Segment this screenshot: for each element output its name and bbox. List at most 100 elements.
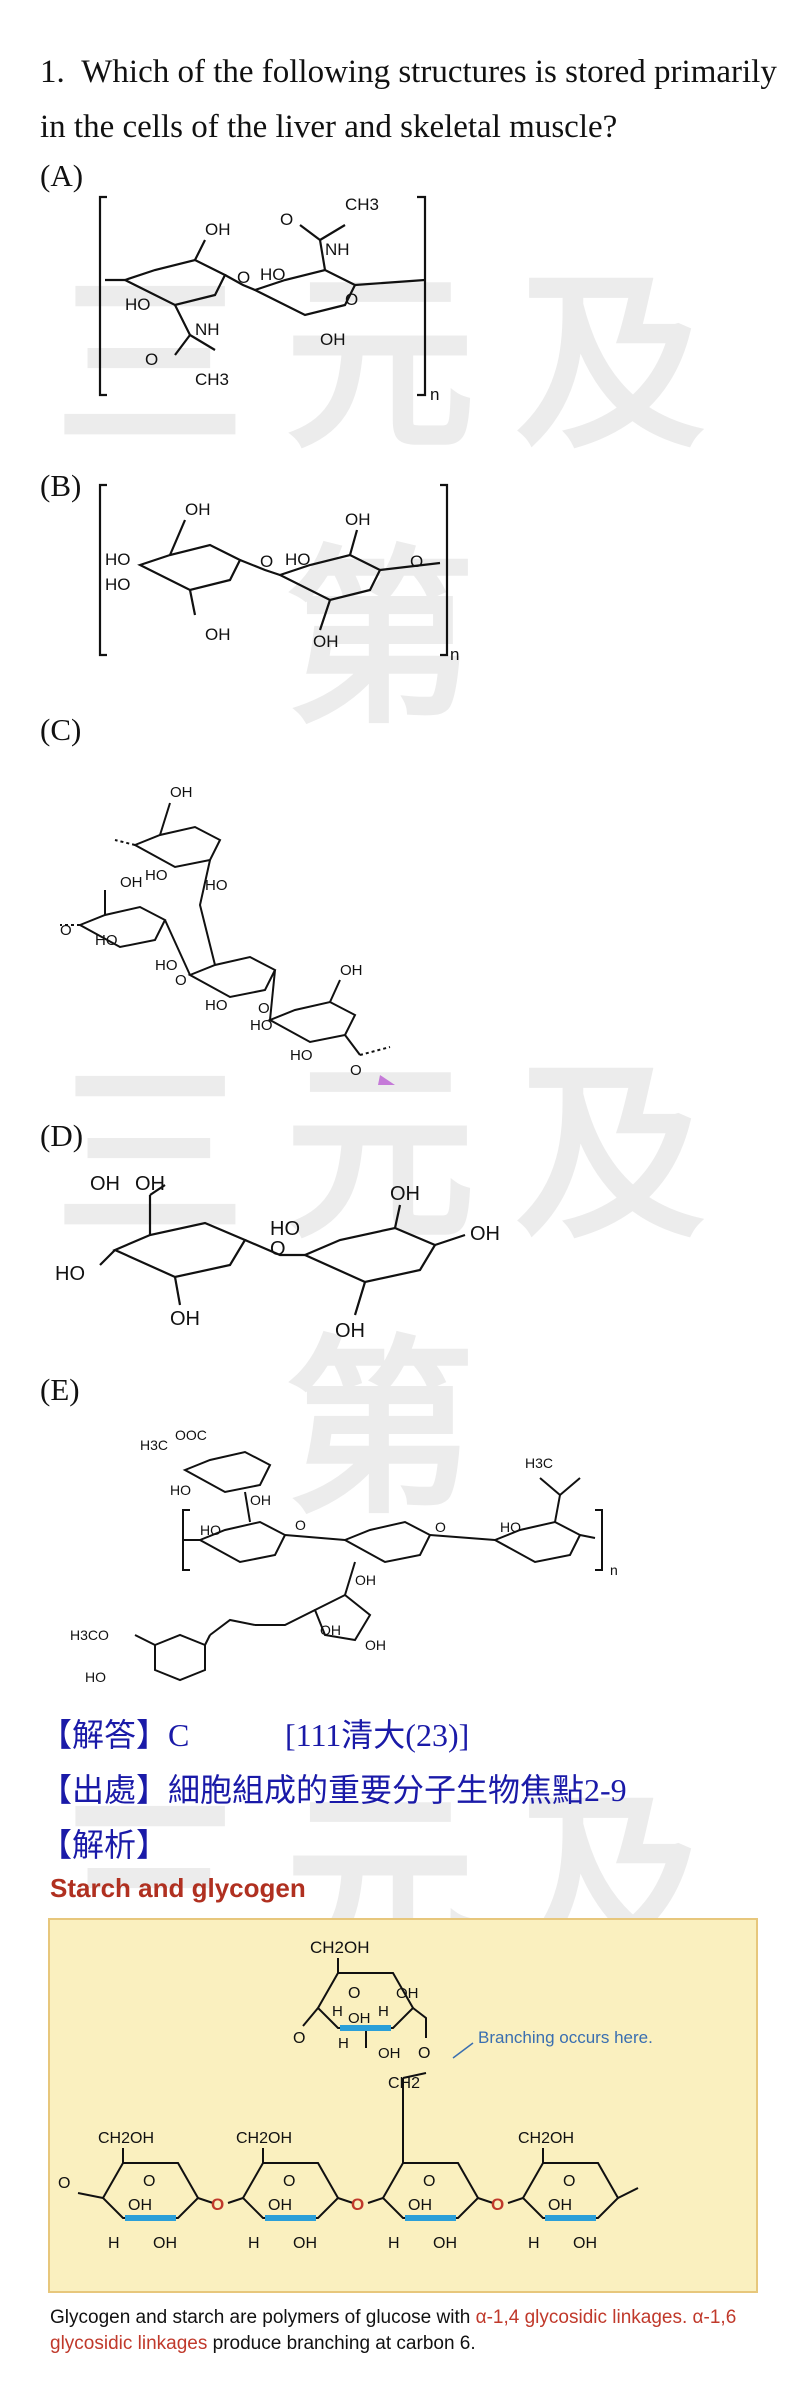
o-label: O xyxy=(418,2045,430,2062)
o-label: O xyxy=(260,552,273,571)
option-d-label[interactable]: (D) xyxy=(40,1118,84,1153)
n-subscript: n xyxy=(610,1562,618,1578)
figure-caption: Glycogen and starch are polymers of gluc… xyxy=(50,2305,770,2357)
o-label: O xyxy=(410,552,423,571)
oh-label: OH xyxy=(408,2197,432,2214)
ho-label: HO xyxy=(200,1522,221,1538)
o-label: O xyxy=(258,1000,270,1017)
ho-label: HO xyxy=(55,1263,85,1285)
o-label: O xyxy=(237,268,250,287)
o-label: O xyxy=(293,2030,305,2047)
oh-label: OH xyxy=(250,1492,271,1508)
option-d-structure: OH OH HO OH O HO OH OH OH xyxy=(55,1173,500,1342)
oh-label: OH xyxy=(313,632,339,651)
starch-glycogen-diagram: CH2OH O O H OH H OH H OH O Branching occ… xyxy=(58,1938,653,2252)
option-e-label[interactable]: (E) xyxy=(40,1372,80,1407)
o-label: O xyxy=(563,2173,575,2190)
ho-label: HO xyxy=(125,295,151,314)
o-label: O xyxy=(283,2173,295,2190)
ch3-label: CH3 xyxy=(345,195,379,214)
ho-label: HO xyxy=(105,550,131,569)
ho-label: HO xyxy=(155,957,178,974)
ch2oh-label: CH2OH xyxy=(236,2130,292,2147)
oh-label: OH xyxy=(293,2235,317,2252)
ch2oh-label: CH2OH xyxy=(310,1938,370,1957)
ch2oh-label: CH2OH xyxy=(518,2130,574,2147)
o-label: O xyxy=(143,2173,155,2190)
option-a-label[interactable]: (A) xyxy=(40,158,84,193)
oh-label: OH xyxy=(365,1637,386,1653)
glycosidic-marker xyxy=(378,1075,395,1085)
source-label: 【出處】 xyxy=(40,1771,169,1809)
o-label: O xyxy=(270,1238,286,1260)
ho-label: HO xyxy=(205,877,228,894)
o-label: O xyxy=(145,350,158,369)
glycosidic-o: O xyxy=(211,2195,224,2214)
oh-label: OH xyxy=(120,874,143,891)
caption-text: produce branching at carbon 6. xyxy=(207,2333,476,2354)
option-b-label[interactable]: (B) xyxy=(40,468,82,503)
option-e-structure: H3C OOC HO OH HO O OH O HO H3C n OH OH H… xyxy=(70,1427,618,1685)
caption-text: Glycogen and starch are polymers of gluc… xyxy=(50,2307,476,2328)
h-label: H xyxy=(388,2235,400,2252)
oh-label: OH xyxy=(205,220,231,239)
oh-label: OH xyxy=(345,510,371,529)
h-label: H xyxy=(248,2235,260,2252)
option-a-structure: OH HO NH O CH3 O HO NH O CH3 O OH n xyxy=(98,195,439,404)
o-label: O xyxy=(60,922,72,939)
nh-label: NH xyxy=(195,320,220,339)
oh-label: OH xyxy=(170,1308,200,1330)
oh-label: OH xyxy=(320,330,346,349)
h3co-label: H3CO xyxy=(70,1627,109,1643)
ch3-label: CH3 xyxy=(195,370,229,389)
oh-label: OH xyxy=(320,1622,341,1638)
answer-label: 【解答】 xyxy=(40,1716,169,1754)
oh-label: OH xyxy=(348,2010,371,2027)
oh-label: OH xyxy=(135,1173,165,1195)
h-label: H xyxy=(332,2003,343,2020)
h-label: H xyxy=(378,2003,389,2020)
ho-label: HO xyxy=(260,265,286,284)
oh-label: OH xyxy=(340,962,363,979)
h3c-label: H3C xyxy=(525,1455,553,1471)
h-label: H xyxy=(338,2035,349,2052)
ho-label: HO xyxy=(95,932,118,949)
ch2-label: CH2 xyxy=(388,2075,420,2092)
nh-label: NH xyxy=(325,240,350,259)
oh-label: OH xyxy=(355,1572,376,1588)
o-label: O xyxy=(348,1985,360,2002)
answer-line: 【解答】C [111清大(23)] xyxy=(40,1710,469,1756)
o-label: O xyxy=(423,2173,435,2190)
ho-label: HO xyxy=(105,575,131,594)
caption-highlight: α-1,4 glycosidic linkages. xyxy=(475,2307,688,2328)
analysis-label: 【解析】 xyxy=(40,1826,169,1864)
n-subscript: n xyxy=(450,645,459,664)
option-c-structure: OH HO HO OH O HO HO O HO O OH HO HO O xyxy=(60,784,395,1085)
o-label: O xyxy=(280,210,293,229)
oh-label: OH xyxy=(90,1173,120,1195)
question-text: 1. Which of the following structures is … xyxy=(40,45,780,155)
o-label: O xyxy=(295,1517,306,1533)
o-label: O xyxy=(175,972,187,989)
oh-label: OH xyxy=(573,2235,597,2252)
n-subscript: n xyxy=(430,385,439,404)
oh-label: OH xyxy=(396,1985,419,2002)
oh-label: OH xyxy=(548,2197,572,2214)
glycosidic-o: O xyxy=(491,2195,504,2214)
option-c-label[interactable]: (C) xyxy=(40,712,82,747)
question-number: 1. xyxy=(40,54,65,90)
analysis-line: 【解析】 xyxy=(40,1820,168,1866)
answer-reference: [111清大(23)] xyxy=(285,1717,470,1753)
oh-label: OH xyxy=(433,2235,457,2252)
oh-label: OH xyxy=(205,625,231,644)
oh-label: OH xyxy=(185,500,211,519)
h-label: H xyxy=(108,2235,120,2252)
question-body: Which of the following structures is sto… xyxy=(40,54,777,145)
option-b-structure: OH HO HO OH O HO OH O OH n xyxy=(98,483,459,664)
ch2oh-label: CH2OH xyxy=(98,2130,154,2147)
branch-note: Branching occurs here. xyxy=(478,2028,653,2047)
o-label: O xyxy=(350,1062,362,1079)
ho-label: HO xyxy=(205,997,228,1014)
oh-label: OH xyxy=(335,1320,365,1342)
ho-label: HO xyxy=(145,867,168,884)
